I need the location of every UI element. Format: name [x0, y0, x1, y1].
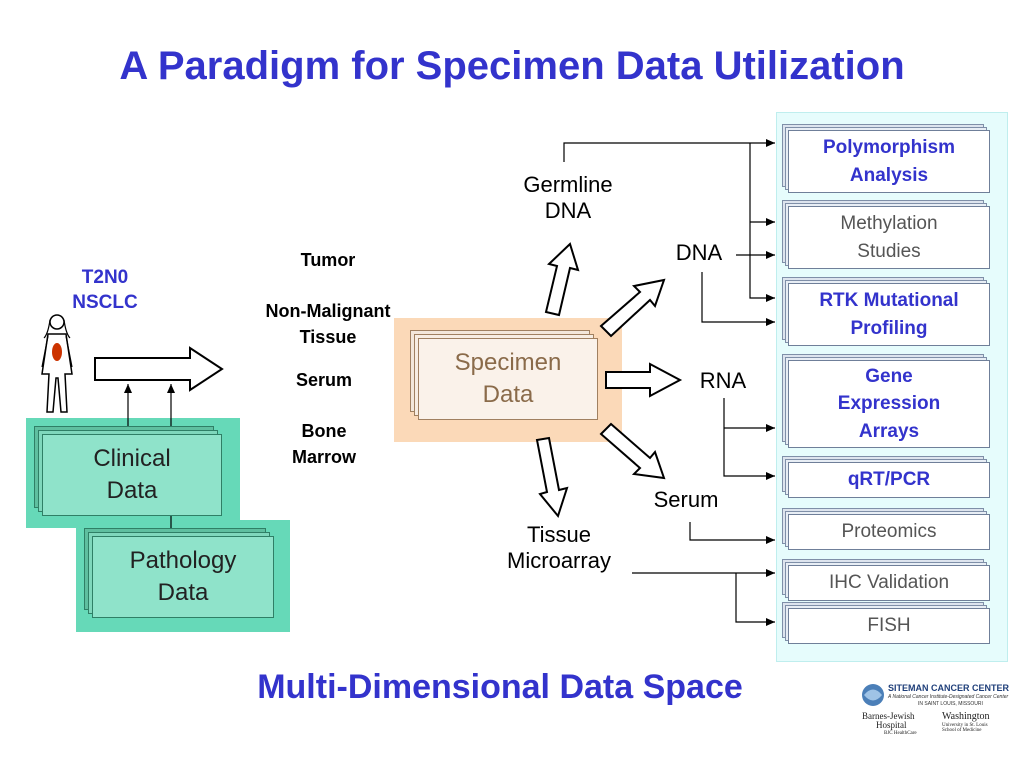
arrow-to-dna	[599, 278, 666, 338]
siteman-emblem-icon	[862, 684, 884, 706]
page-subtitle: Multi-Dimensional Data Space	[257, 668, 743, 706]
patient-hollow-arrow	[94, 346, 224, 392]
logo-name: SITEMAN CANCER CENTER	[888, 683, 1010, 693]
logo-tagline: A National Cancer Institute-Designated C…	[888, 694, 1009, 700]
assay-label: FISH	[867, 615, 911, 637]
pathology-label-1: Pathology	[129, 546, 237, 574]
rna-branch	[723, 398, 775, 480]
assay-gene-expression-arrays: Gene Expression Arrays	[782, 354, 990, 448]
logo-univ-2: University in St. Louis	[942, 722, 988, 728]
assay-label: IHC Validation	[828, 572, 950, 594]
logo-univ-3: School of Medicine	[942, 727, 982, 733]
specimen-data-box: Specimen Data	[410, 330, 598, 420]
assay-polymorphism-analysis: Polymorphism Analysis	[782, 124, 990, 193]
analyte-germline-1: Germline	[523, 172, 613, 197]
institution-logo: SITEMAN CANCER CENTER A National Cancer …	[858, 680, 1010, 750]
logo-hospital-2: Hospital	[876, 720, 907, 731]
assay-label: Studies	[857, 240, 921, 262]
logo-university: Washington University in St. Louis Schoo…	[942, 711, 990, 733]
sample-non-malignant: Non-Malignant Tissue	[244, 298, 412, 350]
assay-label: Gene	[865, 365, 913, 387]
analyte-tissue-microarray: Tissue Microarray	[486, 522, 632, 575]
assay-rtk-mutational-profiling: RTK Mutational Profiling	[782, 277, 990, 346]
specimen-label-1: Specimen	[454, 348, 562, 376]
analyte-germline-2: DNA	[544, 198, 592, 224]
logo-bjc: BJC HealthCare	[884, 730, 917, 736]
assay-label: Arrays	[858, 420, 920, 442]
analyte-dna: DNA	[675, 240, 723, 265]
sample-tumor: Tumor	[300, 250, 356, 270]
page-title: A Paradigm for Specimen Data Utilization	[119, 44, 905, 88]
assay-label: Profiling	[850, 317, 928, 339]
analyte-tissue-1: Tissue	[527, 522, 591, 547]
sample-non-malignant-1: Non-Malignant	[265, 301, 391, 321]
patient-cancer-type: NSCLC	[72, 291, 138, 313]
logo-univ-1: Washington	[942, 711, 990, 722]
patient-figure-icon	[41, 314, 73, 413]
assay-label: Methylation	[840, 212, 938, 234]
analyte-tissue-2: Microarray	[507, 548, 611, 574]
assay-methylation-studies: Methylation Studies	[782, 200, 990, 269]
sample-bone-2: Marrow	[291, 447, 356, 468]
patient-stage: T2N0	[81, 267, 129, 288]
pathology-label-2: Data	[157, 579, 209, 606]
germline-branch	[749, 143, 775, 302]
patient-diagnosis: T2N0 NSCLC	[60, 266, 150, 315]
germline-line	[563, 139, 775, 162]
assay-label: RTK Mutational	[819, 289, 959, 311]
sample-bone-1: Bone	[301, 421, 347, 441]
clinical-label-2: Data	[106, 477, 158, 504]
tma-branch	[735, 573, 775, 626]
assay-label: Analysis	[849, 164, 929, 186]
pathology-data-box: Pathology Data	[84, 528, 274, 618]
sample-serum: Serum	[295, 370, 353, 390]
assay-fish: FISH	[782, 602, 990, 644]
analyte-rna: RNA	[699, 368, 747, 393]
clinical-label-1: Clinical	[93, 444, 171, 472]
clinical-data-box: Clinical Data	[34, 426, 222, 516]
dna-branch	[701, 272, 775, 326]
arrow-to-germline	[544, 242, 580, 317]
arrow-to-tissue-microarray	[535, 436, 569, 519]
specimen-label-2: Data	[482, 381, 534, 408]
analyte-serum: Serum	[653, 487, 719, 512]
sample-bone-marrow: Bone Marrow	[264, 418, 384, 470]
arrow-to-rna	[605, 362, 683, 398]
arrow-to-serum	[599, 422, 666, 480]
assay-label: Expression	[837, 393, 941, 415]
assay-ihc-validation: IHC Validation	[782, 559, 990, 601]
analyte-germline-dna: Germline DNA	[500, 172, 636, 225]
assay-label: Proteomics	[841, 521, 937, 543]
assay-label: Polymorphism	[823, 136, 955, 158]
logo-hospital: Barnes-Jewish Hospital BJC HealthCare	[862, 711, 917, 736]
assay-qrt-pcr: qRT/PCR	[782, 456, 990, 498]
logo-location: IN SAINT LOUIS, MISSOURI	[918, 701, 983, 707]
assay-label: qRT/PCR	[847, 469, 931, 491]
serum-line	[689, 522, 775, 544]
logo-hospital-1: Barnes-Jewish	[862, 711, 915, 721]
assay-proteomics: Proteomics	[782, 508, 990, 550]
sample-non-malignant-2: Tissue	[299, 327, 357, 348]
